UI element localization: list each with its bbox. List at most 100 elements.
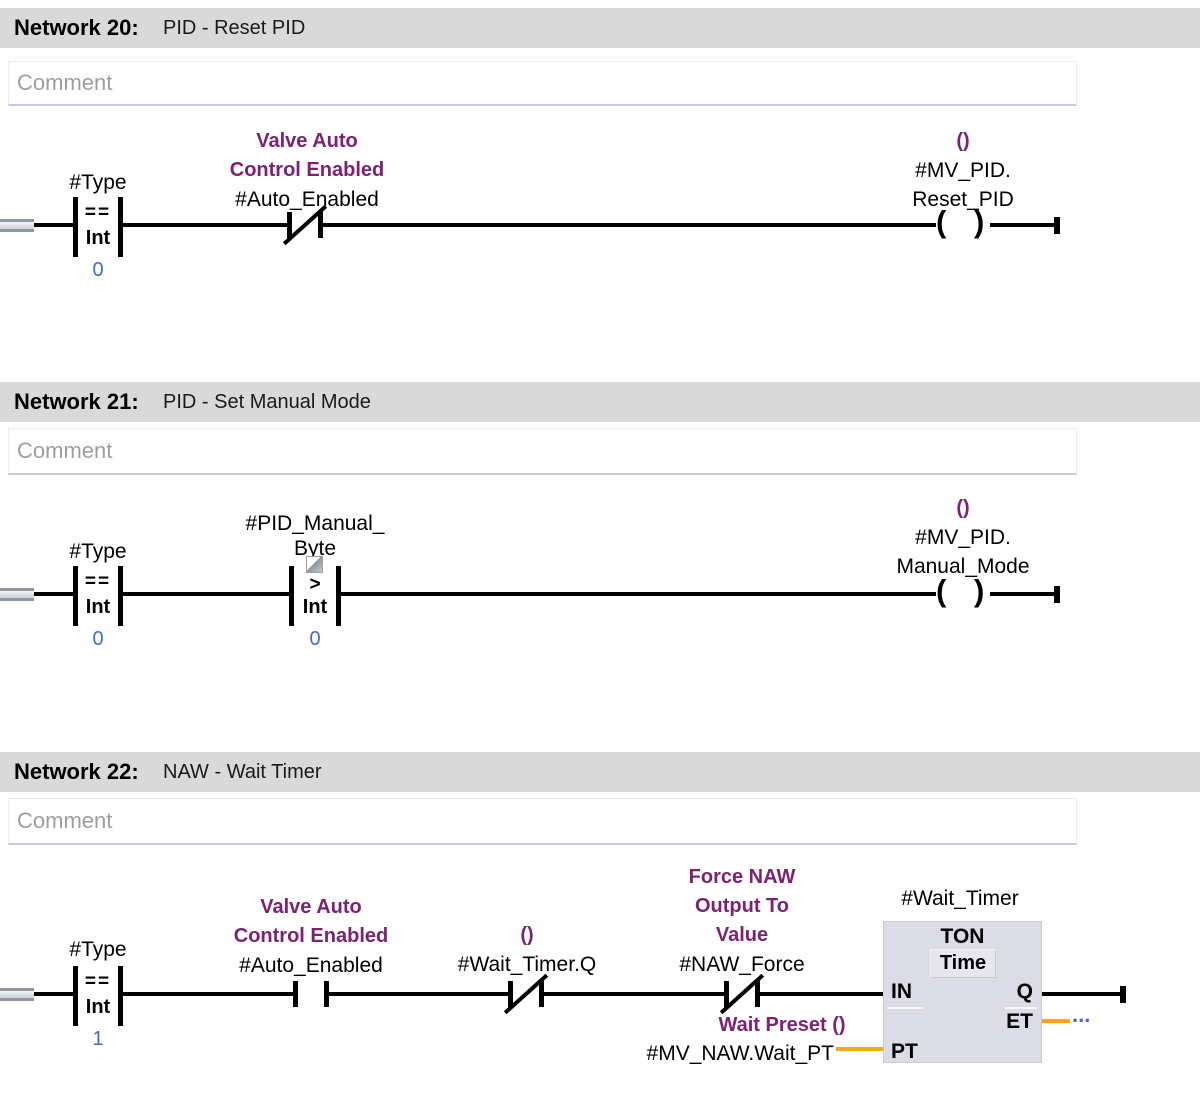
comment-placeholder: Comment (17, 438, 113, 463)
left-power-rail (0, 219, 34, 232)
block-datatype-label: Time (939, 952, 987, 974)
compare-contact-type[interactable]: == Int 0 (73, 197, 123, 281)
operand-text[interactable]: #MV_PID. (915, 159, 1011, 182)
contact-bar-right (118, 966, 123, 1026)
operand-text[interactable]: #Wait_Timer (901, 887, 1019, 910)
coil-label-group: () #MV_PID. Manual_Mode (896, 494, 1029, 581)
coil-label-group: () #MV_PID. Reset_PID (912, 127, 1014, 214)
operand-comment: Control Enabled (233, 925, 389, 947)
coil-paren-right: ) (974, 573, 985, 608)
contact-bar-left (293, 981, 298, 1007)
contact-bar-left (73, 966, 78, 1026)
compare-contact-type[interactable]: == Int 0 (73, 566, 123, 650)
contact-bar-right (118, 566, 123, 626)
contact-bar-right (755, 981, 760, 1007)
network-20-title: Network 20: (14, 15, 139, 40)
timer-instance-label: #Wait_Timer (901, 888, 1018, 910)
operand-comment: Control Enabled (229, 159, 385, 181)
network-21-title: Network 21: (14, 389, 139, 414)
rung-line (34, 592, 74, 596)
block-type-label: TON (940, 925, 985, 948)
pin-pt[interactable]: PT (891, 1040, 918, 1063)
compare-value[interactable]: 1 (92, 1028, 104, 1050)
operand-label: #Type (69, 541, 126, 563)
network-21-header[interactable]: Network 21: PID - Set Manual Mode (0, 382, 1200, 422)
timer-block-ton[interactable]: TON Time IN PT Q ET (883, 921, 1042, 1063)
operand-text[interactable]: #NAW_Force (679, 953, 805, 976)
operand-label: #PID_Manual_ Byte (246, 513, 385, 563)
operand-text[interactable]: Manual_Mode (896, 555, 1030, 578)
operand-text[interactable]: #Type (69, 938, 127, 961)
operand-text[interactable]: #PID_Manual_ (245, 512, 385, 535)
operand-text[interactable]: #Type (69, 540, 127, 563)
network-22-title: Network 22: (14, 759, 139, 784)
network-20-header[interactable]: Network 20: PID - Reset PID (0, 8, 1200, 48)
pin-et[interactable]: ET (1006, 1010, 1033, 1033)
operand-text[interactable]: Byte (293, 537, 337, 560)
operand-text[interactable]: #Auto_Enabled (235, 188, 379, 211)
no-contact-auto-enabled[interactable] (293, 981, 329, 1007)
comment-placeholder: Comment (17, 70, 113, 95)
operand-comment: () (956, 497, 970, 519)
rung-line (760, 992, 883, 996)
contact-bar-right (318, 212, 323, 238)
output-coil-reset-pid[interactable]: ( ) (930, 206, 1000, 241)
compare-value[interactable]: 0 (92, 628, 104, 650)
operand-comment: Wait Preset () (718, 1014, 846, 1036)
operand-comment: Valve Auto (256, 130, 358, 152)
pin-q[interactable]: Q (1016, 980, 1033, 1003)
contact-label-group: Valve Auto Control Enabled #Auto_Enabled (234, 893, 388, 980)
pin-in[interactable]: IN (891, 980, 912, 1003)
compare-operator: > (309, 574, 321, 595)
operand-text[interactable]: #Auto_Enabled (239, 954, 383, 977)
contact-label-group: Valve Auto Control Enabled #Auto_Enabled (230, 127, 384, 214)
operand-text[interactable]: #MV_PID. (915, 526, 1011, 549)
compare-datatype[interactable]: Int (85, 996, 111, 1018)
contact-bar-right (336, 566, 341, 626)
compare-datatype[interactable]: Int (85, 596, 111, 618)
pt-connection-line (836, 1047, 883, 1051)
nc-contact-wait-timer-q[interactable] (503, 973, 549, 1015)
compare-value[interactable]: 0 (309, 628, 321, 650)
rung-line (123, 992, 293, 996)
network-20-comment-box[interactable]: Comment (8, 61, 1077, 106)
operand-text[interactable]: #Type (69, 171, 127, 194)
operand-text[interactable]: #Wait_Timer.Q (457, 953, 597, 976)
rung-line (990, 223, 1054, 227)
operand-modifier-icon (306, 556, 323, 573)
network-21-comment-box[interactable]: Comment (8, 428, 1077, 475)
network-21-subtitle[interactable]: PID - Set Manual Mode (163, 391, 371, 413)
nc-contact-auto-enabled[interactable] (282, 204, 328, 246)
compare-value[interactable]: 0 (92, 259, 104, 281)
pin-separator (887, 1007, 923, 1009)
rung-line (990, 592, 1054, 596)
network-20-subtitle[interactable]: PID - Reset PID (163, 17, 306, 39)
rung-line (329, 992, 508, 996)
compare-contact-type[interactable]: == Int 1 (73, 966, 123, 1050)
et-placeholder[interactable]: ... (1072, 1002, 1091, 1027)
operand-label: #Type (69, 939, 126, 961)
compare-contact-pid-manual[interactable]: > Int 0 (289, 556, 341, 650)
pin-separator (1005, 1007, 1037, 1009)
operand-text[interactable]: #MV_NAW.Wait_PT (646, 1042, 834, 1065)
network-22-comment-box[interactable]: Comment (8, 798, 1077, 845)
compare-datatype[interactable]: Int (85, 227, 111, 249)
pt-operand-label: #MV_NAW.Wait_PT (647, 1039, 834, 1068)
operand-comment: Value (715, 924, 769, 946)
network-22-header[interactable]: Network 22: NAW - Wait Timer (0, 752, 1200, 792)
compare-operator: == (84, 971, 112, 992)
rung-line (544, 992, 724, 996)
operand-text[interactable]: Reset_PID (912, 188, 1014, 211)
rung-end-tick (1120, 986, 1126, 1003)
coil-paren-left: ( (936, 573, 947, 608)
rung-line (1042, 992, 1120, 996)
compare-datatype[interactable]: Int (302, 596, 328, 618)
block-datatype-tab[interactable]: Time (930, 949, 996, 978)
nc-contact-naw-force[interactable] (719, 973, 765, 1015)
rung-line (123, 592, 289, 596)
contact-bar-right (118, 197, 123, 257)
et-connection-line (1042, 1019, 1070, 1023)
network-22-subtitle[interactable]: NAW - Wait Timer (163, 761, 322, 783)
output-coil-manual-mode[interactable]: ( ) (930, 573, 1000, 610)
